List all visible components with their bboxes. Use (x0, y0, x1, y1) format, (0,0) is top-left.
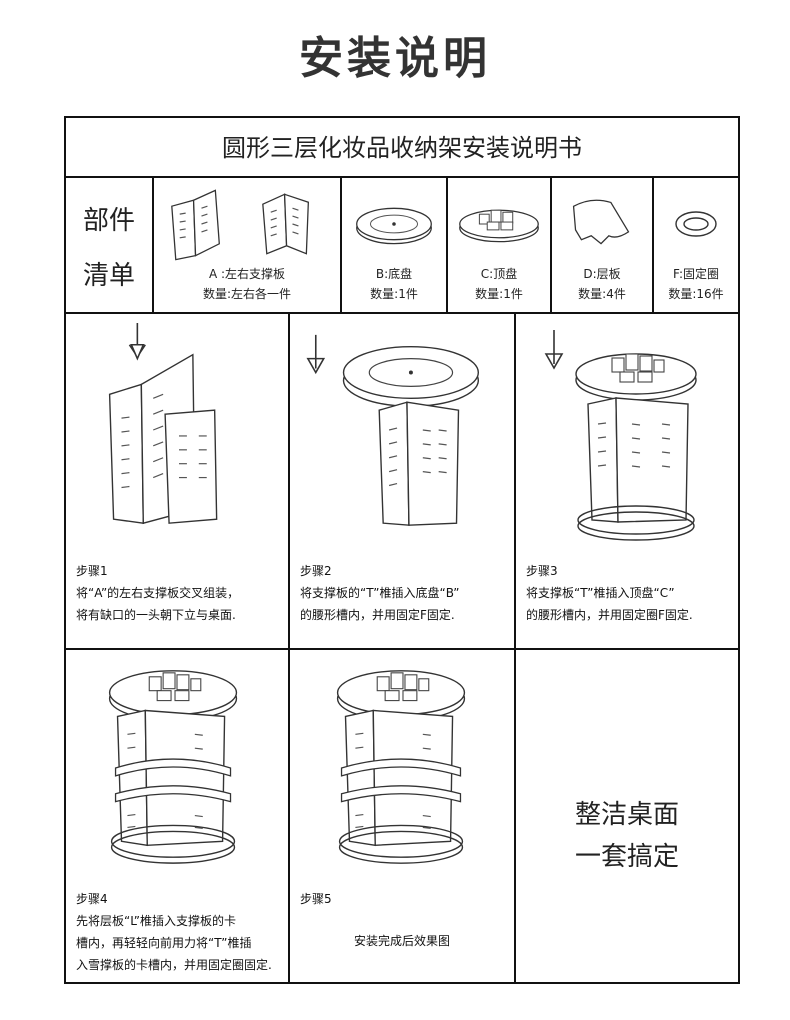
step-5-illustration (336, 670, 466, 864)
part-c-top-plate: C:顶盘 数量:1件 (448, 178, 552, 314)
slogan-line-1: 整洁桌面 (574, 800, 679, 830)
part-a-support-panels: A :左右支撑板 数量:左右各一件 (154, 178, 342, 314)
step-3-illustration (544, 330, 697, 541)
fixing-ring-illustration (675, 211, 717, 237)
step-2-panel: 步骤2 将支撑板的“T”椎插入底盘“B” 的腰形槽内，并用固定F固定. (290, 314, 516, 650)
part-b-name: B:底盘 (375, 267, 413, 281)
slogan-line-2: 一套搞定 (574, 842, 679, 872)
part-c-name: C:顶盘 (480, 267, 518, 281)
shelf-illustration (572, 199, 630, 245)
base-plate-illustration (356, 207, 432, 245)
part-b-base-plate: B:底盘 数量:1件 (342, 178, 448, 314)
support-panel-illustration (171, 189, 310, 261)
step-4-illustration (108, 670, 238, 864)
part-d-shelf: D:层板 数量:4件 (552, 178, 654, 314)
document-title: 圆形三层化妆品收纳架安装说明书 (66, 118, 738, 178)
step-4-line-2: 槽内，再轻轻向前用力将“T”椎插 (76, 936, 252, 950)
step-4-panel: 步骤4 先将层板“L”椎插入支撑板的卡 槽内，再轻轻向前用力将“T”椎插 入雪撑… (66, 650, 290, 982)
step-2-number: 步骤2 (300, 564, 332, 578)
page-title: 安装说明 (299, 33, 491, 84)
step-1-number: 步骤1 (76, 564, 108, 578)
step-2-line-2: 的腰形槽内，并用固定F固定. (300, 608, 455, 622)
top-plate-illustration (459, 209, 539, 243)
parts-list-label: 部件 清单 (66, 178, 154, 314)
part-c-qty: 数量:1件 (475, 287, 523, 301)
step-3-line-1: 将支撑板“T”椎插入顶盘“C” (526, 586, 675, 600)
step-3-line-2: 的腰形槽内，并用固定圈F固定. (526, 608, 693, 622)
part-b-qty: 数量:1件 (370, 287, 418, 301)
step-5-result-text: 安装完成后效果图 (353, 934, 450, 948)
part-f-name: F:固定圈 (672, 267, 719, 281)
slogan-panel: 整洁桌面 一套搞定 (516, 650, 738, 982)
parts-list: 部件 清单 (66, 178, 738, 314)
step-4-number: 步骤4 (76, 892, 108, 906)
part-a-qty: 数量:左右各一件 (202, 287, 292, 301)
parts-label-line-2: 清单 (82, 261, 135, 291)
step-4-line-1: 先将层板“L”椎插入支撑板的卡 (76, 914, 236, 928)
part-f-fixing-ring: F:固定圈 数量:16件 (654, 178, 738, 314)
part-d-name: D:层板 (583, 267, 621, 281)
part-f-qty: 数量:16件 (668, 287, 724, 301)
step-4-line-3: 入雪撑板的卡槽内，并用固定圈固定. (76, 958, 272, 972)
step-1-line-1: 将“A”的左右支撑板交叉组装， (76, 586, 240, 600)
step-3-number: 步骤3 (526, 564, 558, 578)
step-2-line-1: 将支撑板的“T”椎插入底盘“B” (300, 586, 460, 600)
step-3-panel: 步骤3 将支撑板“T”椎插入顶盘“C” 的腰形槽内，并用固定圈F固定. (516, 314, 738, 650)
instruction-sheet: 圆形三层化妆品收纳架安装说明书 部件 清单 (64, 116, 740, 984)
step-1-panel: 步骤1 将“A”的左右支撑板交叉组装， 将有缺口的一头朝下立与桌面. (66, 314, 290, 650)
part-a-name: A :左右支撑板 (208, 267, 286, 281)
parts-label-line-1: 部件 (82, 206, 135, 236)
step-5-panel: 步骤5 安装完成后效果图 (290, 650, 516, 982)
step-1-illustration (108, 322, 218, 525)
step-5-number: 步骤5 (300, 892, 332, 906)
step-2-illustration (306, 334, 480, 526)
part-d-qty: 数量:4件 (578, 287, 626, 301)
step-1-line-2: 将有缺口的一头朝下立与桌面. (76, 608, 236, 622)
